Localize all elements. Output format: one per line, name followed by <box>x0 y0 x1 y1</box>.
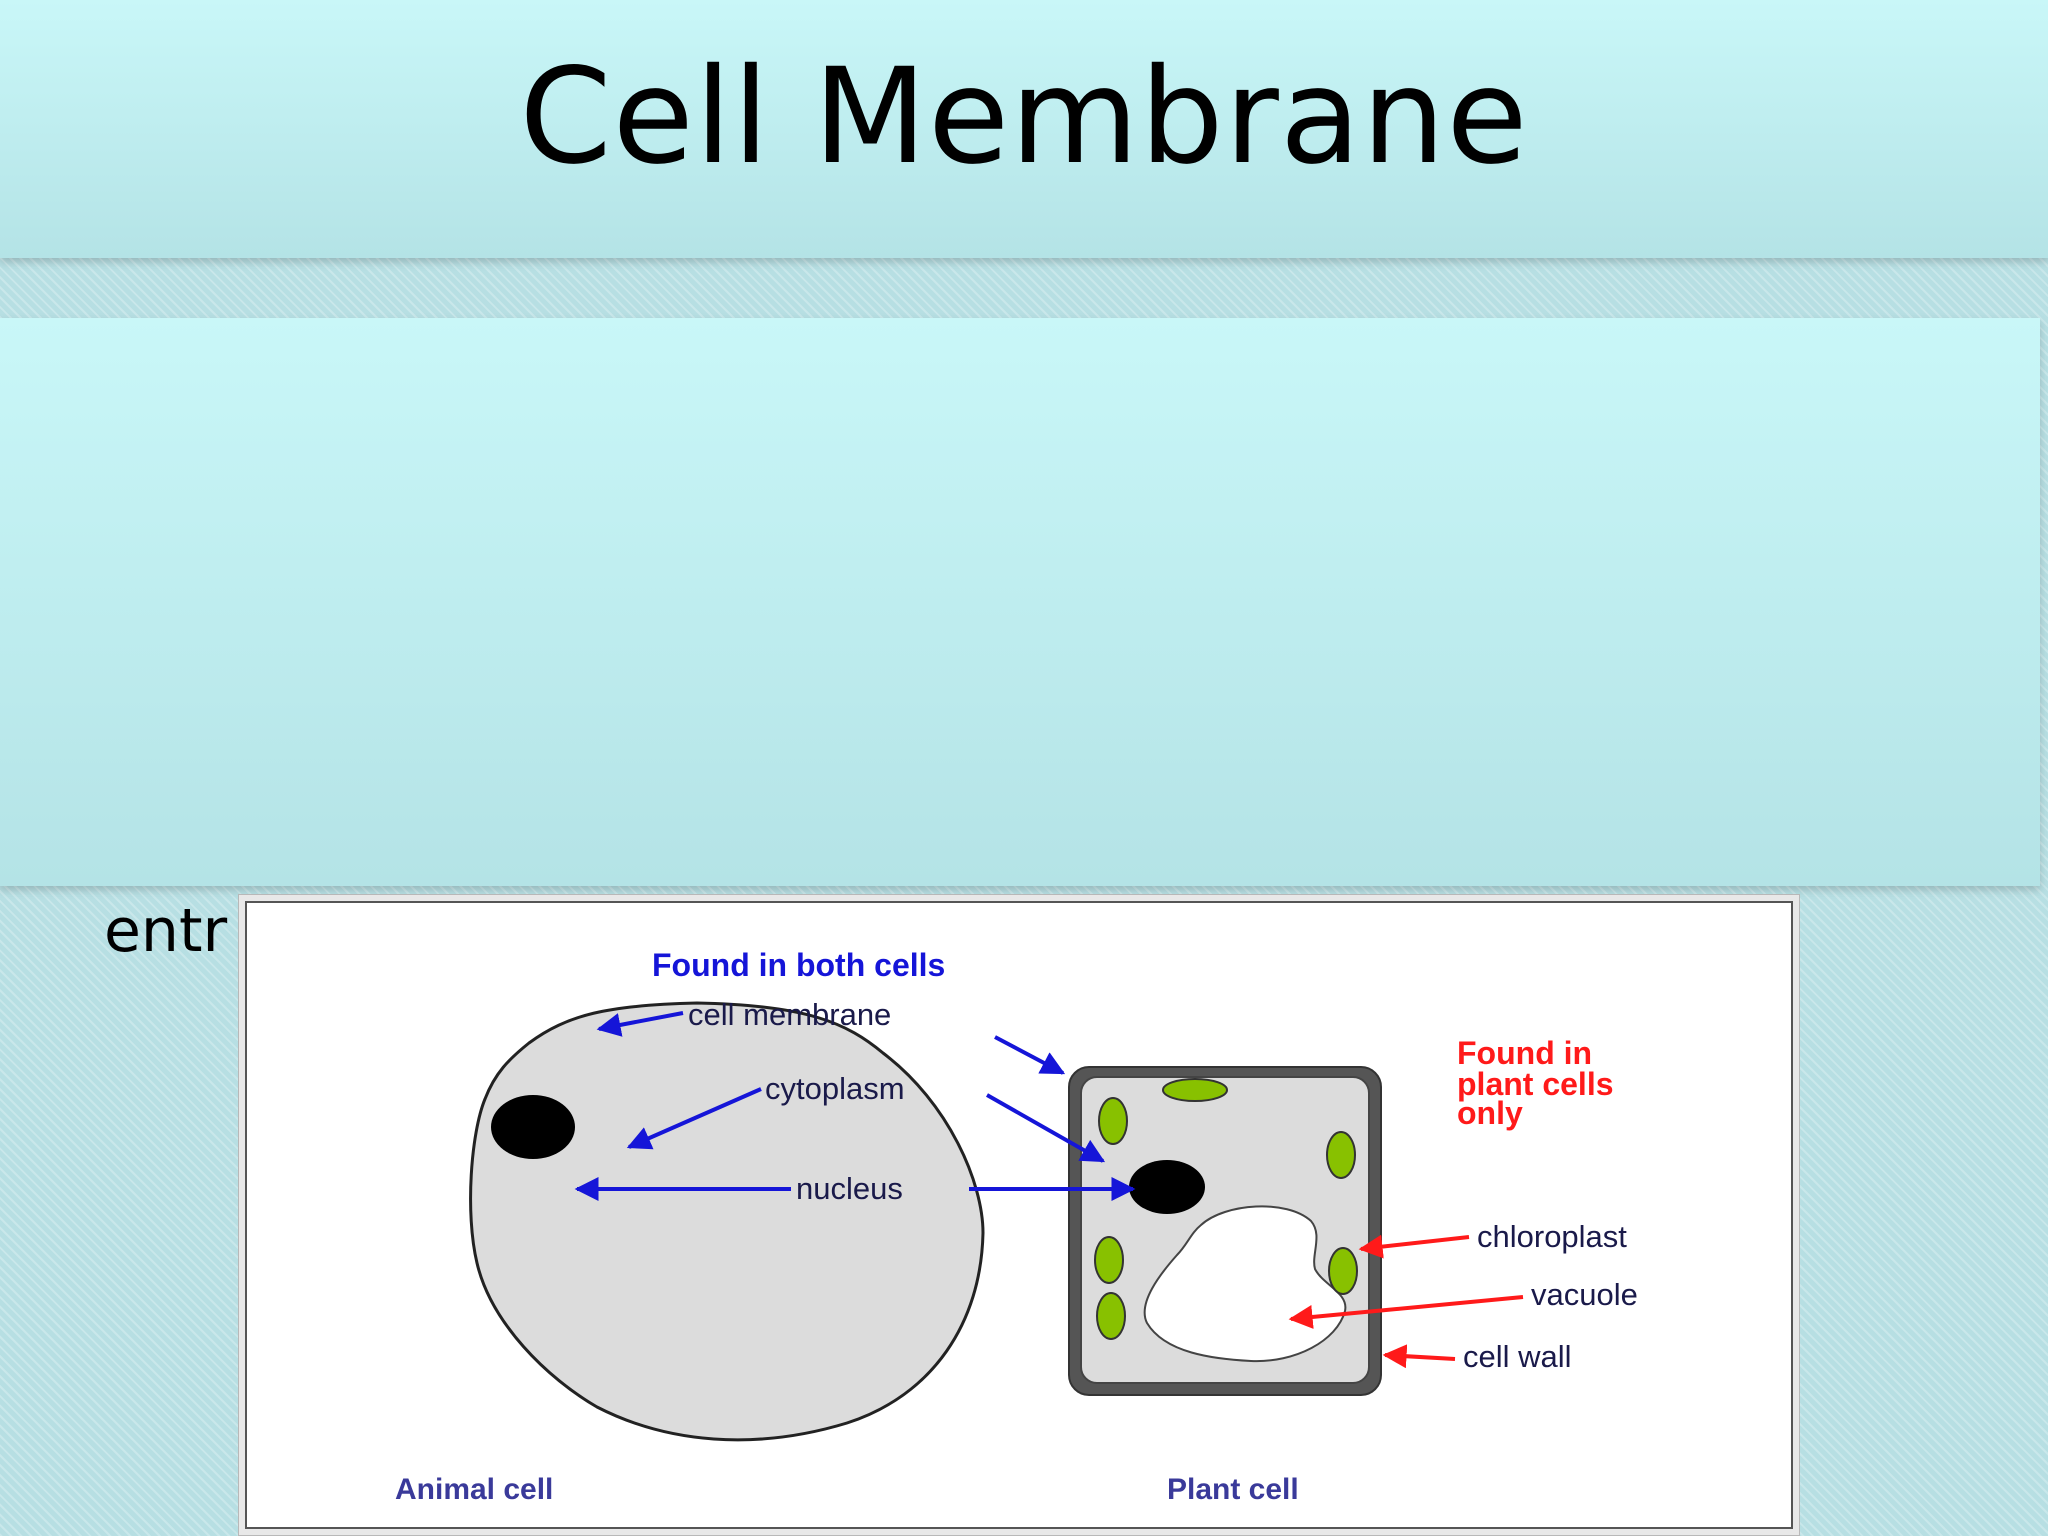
arrow-membrane-plant <box>994 1035 1066 1075</box>
heading-plant-line-2: plant cells <box>1457 1066 1614 1102</box>
heading-both-cells: Found in both cells <box>652 947 945 983</box>
title-bar: Cell Membrane <box>0 0 2048 258</box>
chloroplast <box>1094 1236 1124 1284</box>
arrow-cell-wall <box>1382 1344 1456 1369</box>
cell-diagram-frame: Found in both cells Found in plant cells… <box>238 894 1800 1536</box>
arrows-both-cells <box>574 1011 1136 1201</box>
heading-plant-only: Found in plant cells only <box>1457 1035 1622 1131</box>
animal-cell-membrane <box>469 1001 985 1442</box>
label-nucleus: nucleus <box>796 1171 903 1206</box>
partial-body-text: entr <box>104 896 228 966</box>
label-cytoplasm: cytoplasm <box>765 1071 905 1106</box>
arrow-cytoplasm-plant <box>986 1093 1106 1163</box>
label-cell-wall: cell wall <box>1463 1339 1572 1374</box>
arrow-chloroplast <box>1358 1234 1470 1259</box>
content-panel <box>0 318 2040 886</box>
chloroplast <box>1098 1097 1128 1145</box>
arrow-membrane-animal <box>596 1011 684 1037</box>
chloroplast <box>1328 1247 1358 1295</box>
heading-plant-line-3: only <box>1457 1095 1523 1131</box>
chloroplast <box>1096 1292 1126 1340</box>
label-chloroplast: chloroplast <box>1477 1219 1627 1254</box>
label-vacuole: vacuole <box>1531 1277 1638 1312</box>
arrows-plant-only <box>1288 1234 1524 1369</box>
caption-plant-cell: Plant cell <box>1167 1473 1299 1506</box>
caption-animal-cell: Animal cell <box>395 1473 553 1506</box>
cell-diagram-svg: Found in both cells Found in plant cells… <box>395 947 1638 1506</box>
arrow-vacuole <box>1288 1295 1524 1329</box>
heading-plant-line-1: Found in <box>1457 1035 1592 1071</box>
chloroplast <box>1162 1078 1228 1102</box>
chloroplast <box>1326 1131 1356 1179</box>
plant-cell-nucleus <box>1129 1160 1205 1214</box>
arrow-cytoplasm-animal <box>626 1087 762 1150</box>
slide-title: Cell Membrane <box>519 40 1529 194</box>
chloroplasts <box>1094 1078 1358 1340</box>
animal-cell-nucleus <box>491 1095 575 1159</box>
cell-diagram: Found in both cells Found in plant cells… <box>245 901 1793 1529</box>
label-cell-membrane: cell membrane <box>688 997 891 1032</box>
